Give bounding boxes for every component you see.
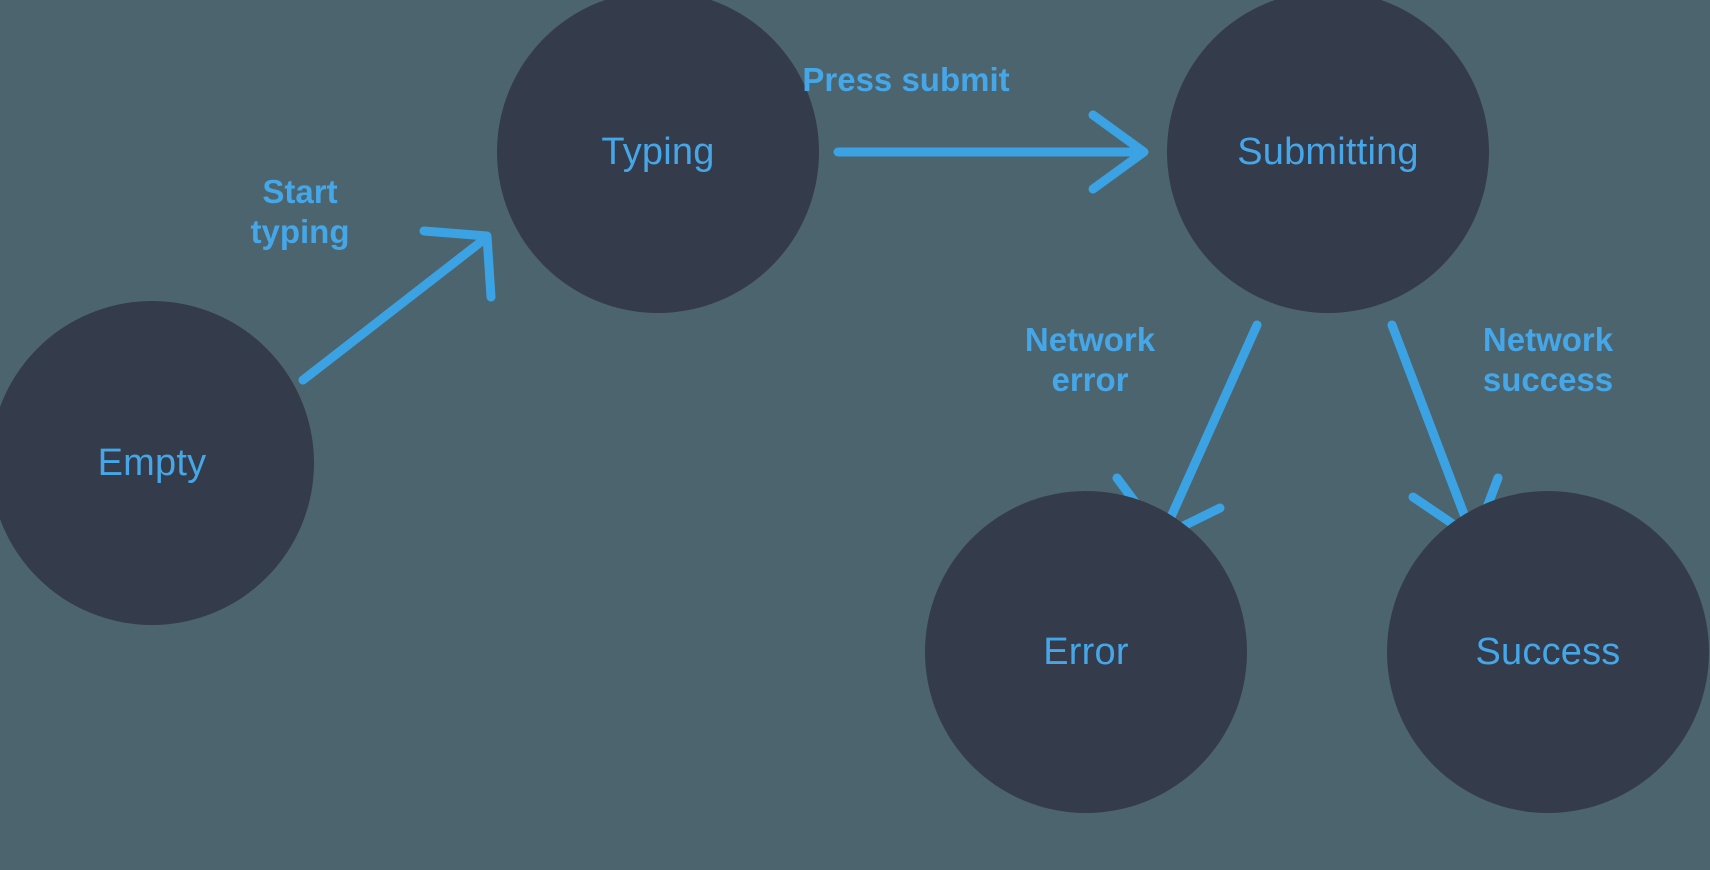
edge-start-typing — [298, 226, 496, 385]
state-node-label: Typing — [601, 131, 715, 173]
edge-label-start-typing: Start typing — [250, 173, 350, 251]
state-node-typing[interactable]: Typing — [497, 0, 819, 313]
state-node-label: Empty — [97, 442, 207, 484]
edge-label-network-success: Network success — [1482, 321, 1614, 399]
state-node-label: Success — [1475, 631, 1621, 673]
state-node-label: Error — [1043, 631, 1129, 673]
state-node-empty[interactable]: Empty — [0, 301, 314, 625]
edge-press-submit — [833, 110, 1149, 194]
edge-label-network-error: Network error — [1024, 321, 1156, 399]
edge-label-press-submit: Press submit — [802, 61, 1010, 98]
state-node-label: Submitting — [1237, 131, 1419, 173]
state-node-submitting[interactable]: Submitting — [1167, 0, 1489, 313]
state-node-success[interactable]: Success — [1387, 491, 1709, 813]
state-node-error[interactable]: Error — [925, 491, 1247, 813]
